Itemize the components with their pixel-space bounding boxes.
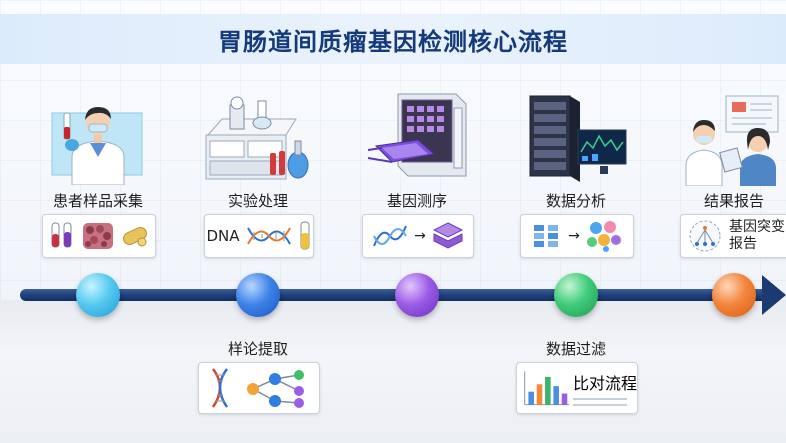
arrow-right-icon: → — [414, 227, 426, 244]
text-lines-decoration — [572, 404, 627, 406]
step-label-result-report: 结果报告 — [703, 192, 764, 210]
report-card: 基因突变 报告 — [680, 214, 786, 258]
bar-chart-icon — [524, 371, 570, 406]
cluster-dots-icon — [586, 221, 621, 252]
step-label-data-filtering: 数据过滤 — [545, 340, 606, 358]
step-label-sample-collection: 患者样品采集 — [52, 192, 143, 210]
dna-label: DNA — [206, 226, 240, 245]
filtering-card: 比对流程 — [516, 362, 638, 414]
timeline-node-lab-processing — [236, 273, 280, 317]
dna-card: DNA — [204, 214, 314, 258]
timeline-node-result-report — [712, 273, 756, 317]
report-card-line-1: 基因突变 — [729, 219, 785, 235]
filtering-card-content: 比对流程 — [572, 370, 637, 406]
server-monitor-illustration — [529, 95, 627, 182]
title-bar: 胃肠道间质瘤基因检测核心流程 — [0, 14, 786, 64]
capsule-icon — [123, 226, 147, 247]
data-blocks-icon — [534, 225, 559, 247]
sequencer-illustration — [367, 93, 467, 177]
mutation-report-icon — [689, 220, 721, 252]
tissue-cells-icon — [83, 223, 113, 249]
analysis-card: → — [520, 214, 634, 258]
doctor-with-test-tube-illustration — [51, 107, 143, 185]
arrow-right-icon: → — [568, 227, 580, 244]
sample-card — [42, 214, 156, 258]
text-lines-decoration — [572, 398, 627, 400]
dna-strand-icon — [373, 225, 408, 247]
filtering-card-text: 比对流程 — [572, 374, 637, 393]
timeline-arrow-head — [762, 275, 786, 315]
lab-bench-illustration — [205, 96, 309, 180]
sequencing-card: → — [362, 214, 474, 258]
extraction-card — [198, 362, 320, 414]
dna-network-icon — [211, 368, 304, 408]
step-label-lab-processing: 实验处理 — [227, 192, 288, 210]
test-tubes-icon — [51, 222, 72, 248]
sample-tube-icon — [300, 221, 310, 250]
report-card-line-2: 报告 — [729, 236, 757, 252]
step-label-extraction: 样论提取 — [227, 340, 288, 358]
timeline-node-data-analysis — [554, 273, 598, 317]
doctors-with-report-illustration — [685, 95, 779, 186]
dna-helix-icon — [246, 227, 291, 245]
step-label-sequencing: 基因测序 — [386, 192, 447, 210]
timeline-node-sequencing — [395, 273, 439, 317]
stacked-layers-icon — [432, 222, 463, 249]
timeline-node-sample-collection — [76, 273, 120, 317]
step-label-data-analysis: 数据分析 — [545, 192, 606, 210]
diagram-title: 胃肠道间质瘤基因检测核心流程 — [218, 27, 568, 56]
report-card-text: 基因突变 报告 — [729, 219, 785, 253]
lower-band — [0, 300, 786, 443]
